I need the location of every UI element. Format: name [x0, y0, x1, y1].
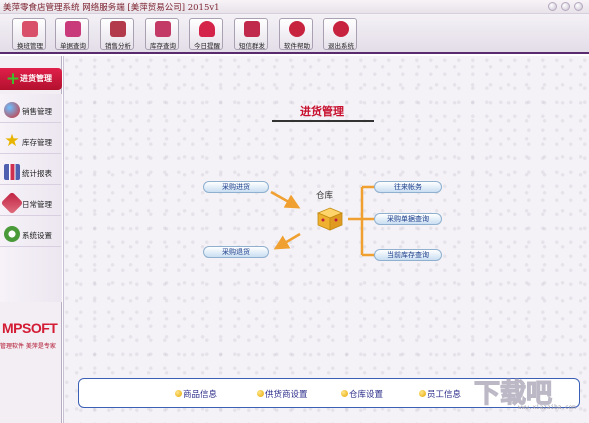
title-underline	[272, 120, 374, 122]
report-icon	[4, 164, 20, 180]
toolbar-button-sales-analysis[interactable]: 销售分析	[100, 18, 134, 50]
purchase-return-button[interactable]: 采购退货	[203, 246, 269, 258]
settings-icon	[4, 226, 20, 242]
title-bar: 美萍零食店管理系统 网络服务端 [美萍贸易公司] 2015v1	[0, 0, 589, 14]
toolbar-button-exit[interactable]: 退出系统	[323, 18, 357, 50]
toolbar-button-shift[interactable]: 换班管理	[12, 18, 46, 50]
bullet-icon	[257, 390, 264, 397]
flow-diagram	[270, 185, 374, 257]
sidebar-item-label: 库存管理	[22, 138, 52, 147]
sidebar-nav: 销售管理 ★ 库存管理 统计报表 日常管理 系统设置	[0, 94, 62, 302]
close-button[interactable]	[574, 2, 583, 11]
bar-chart-icon	[110, 21, 126, 37]
logo: MPSOFT 管理软件 美萍是专家	[0, 316, 62, 356]
toolbar-button-documents[interactable]: 单据查询	[55, 18, 89, 50]
shift-icon	[22, 21, 38, 37]
purchase-in-button[interactable]: 采购进货	[203, 181, 269, 193]
sidebar-item-sales[interactable]: 销售管理	[0, 98, 61, 123]
accounts-button[interactable]: 往来帐务	[374, 181, 442, 193]
warehouse-label: 仓库	[316, 191, 334, 201]
logo-text: MPSOFT	[2, 320, 58, 336]
bullet-icon	[175, 390, 182, 397]
watermark-url: www.xiazaiba.com	[518, 404, 576, 411]
sidebar-item-label: 日常管理	[22, 200, 52, 209]
main-panel: 进货管理 采购进货 采购退货 仓库 往来帐务 采购单据查询 当前库存查询 商品信…	[63, 56, 589, 423]
toolbar-label: 今日提醒	[194, 42, 220, 50]
page-title: 进货管理	[300, 105, 344, 118]
toolbar: 换班管理 单据查询 销售分析 库存查询 今日提醒 短信群发 软件帮助 退出系统	[0, 14, 589, 54]
arrow-out	[273, 232, 301, 250]
sidebar-item-settings[interactable]: 系统设置	[0, 222, 61, 247]
plus-icon: +	[5, 69, 21, 89]
link-label: 仓库设置	[349, 390, 384, 400]
toolbar-label: 换班管理	[17, 42, 43, 50]
watermark-logo: 下载吧	[473, 378, 552, 409]
warehouse-box-icon	[317, 207, 343, 231]
document-icon	[65, 21, 81, 37]
logo-slogan: 管理软件 美萍是专家	[0, 343, 56, 350]
toolbar-label: 短信群发	[239, 42, 265, 50]
watermark-brand: 下载吧	[474, 379, 552, 409]
sidebar-item-inventory[interactable]: ★ 库存管理	[0, 129, 61, 154]
sidebar-item-label: 系统设置	[22, 231, 52, 240]
tools-icon	[0, 191, 24, 215]
sidebar-item-reports[interactable]: 统计报表	[0, 160, 61, 185]
warehouse-icon	[155, 21, 171, 37]
bullet-icon	[419, 390, 426, 397]
bracket-connector	[348, 185, 374, 257]
bullet-icon	[341, 390, 348, 397]
sidebar-item-label: 统计报表	[22, 169, 52, 178]
sidebar-item-label: 进货管理	[20, 74, 52, 83]
window-title: 美萍零食店管理系统 网络服务端 [美萍贸易公司] 2015v1	[3, 3, 220, 13]
arrow-in	[270, 190, 301, 209]
sidebar-item-daily[interactable]: 日常管理	[0, 191, 61, 216]
bottom-quick-links: 商品信息 供货商设置 仓库设置 员工信息	[78, 378, 580, 408]
toolbar-button-reminder[interactable]: 今日提醒	[189, 18, 223, 50]
reminder-icon	[199, 21, 215, 37]
toolbar-label: 退出系统	[328, 42, 354, 50]
link-label: 员工信息	[427, 390, 462, 400]
sidebar: + 进货管理 销售管理 ★ 库存管理 统计报表 日常管理 系统设置 MPSOFT…	[0, 56, 62, 423]
sidebar-item-purchase-active[interactable]: + 进货管理	[0, 68, 62, 90]
current-stock-query-button[interactable]: 当前库存查询	[374, 249, 442, 261]
sms-icon	[244, 21, 260, 37]
toolbar-label: 单据查询	[60, 42, 86, 50]
toolbar-label: 软件帮助	[284, 42, 310, 50]
toolbar-button-stock-query[interactable]: 库存查询	[145, 18, 179, 50]
globe-icon	[4, 102, 20, 118]
toolbar-button-help[interactable]: 软件帮助	[279, 18, 313, 50]
toolbar-button-sms[interactable]: 短信群发	[234, 18, 268, 50]
help-icon	[289, 21, 305, 37]
star-icon: ★	[4, 131, 20, 151]
toolbar-label: 库存查询	[150, 42, 176, 50]
toolbar-label: 销售分析	[105, 42, 131, 50]
sidebar-item-label: 销售管理	[22, 107, 52, 116]
link-label: 供货商设置	[265, 390, 308, 400]
maximize-button[interactable]	[561, 2, 570, 11]
purchase-doc-query-button[interactable]: 采购单据查询	[374, 213, 442, 225]
exit-icon	[333, 21, 349, 37]
link-label: 商品信息	[183, 390, 218, 400]
minimize-button[interactable]	[548, 2, 557, 11]
